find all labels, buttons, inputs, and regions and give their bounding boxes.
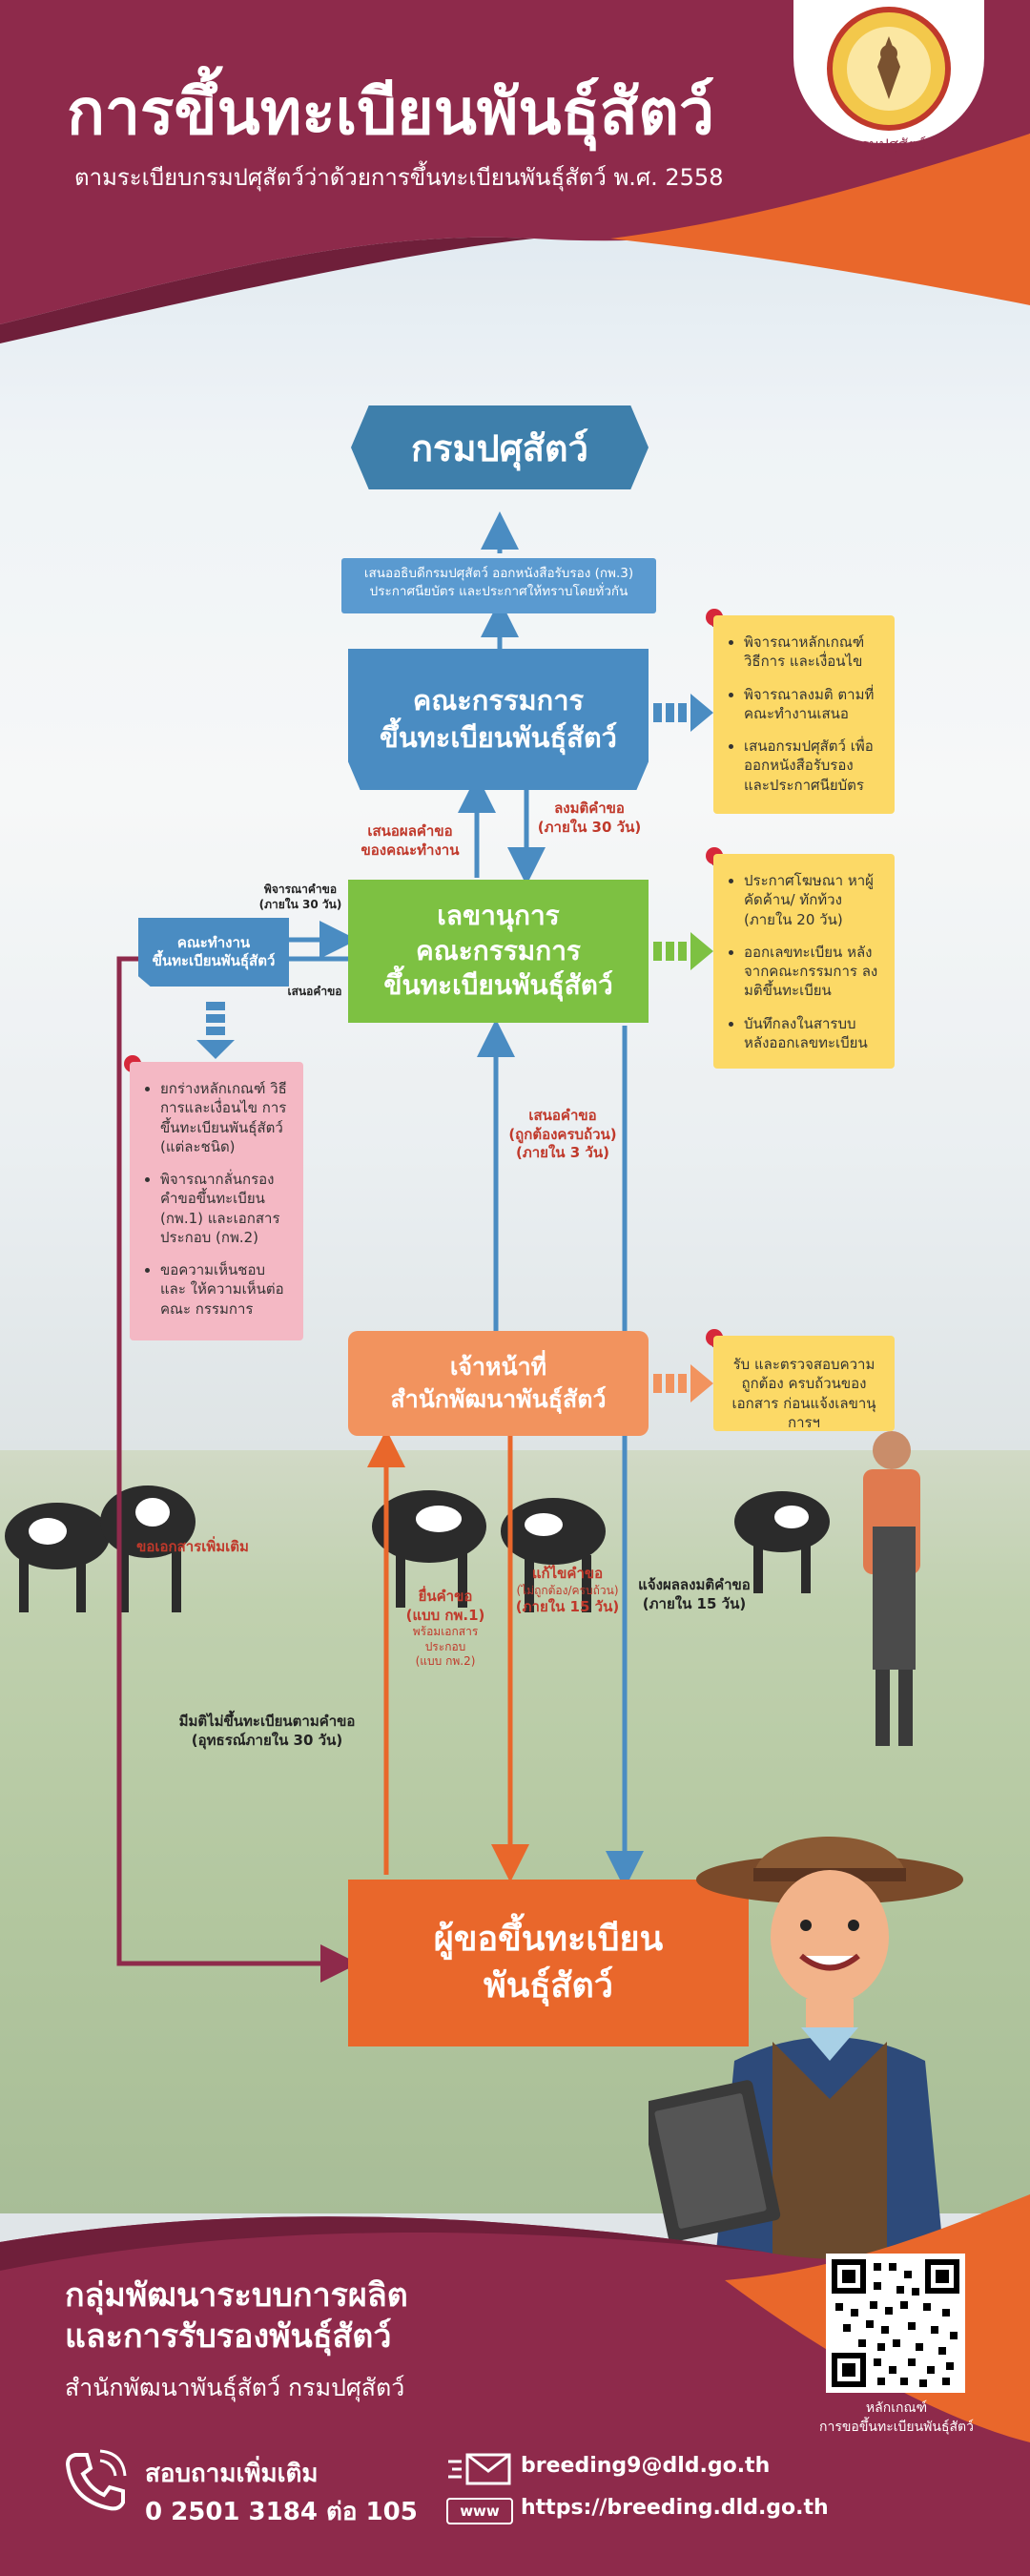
department-node: กรมปศุสัตว์	[351, 405, 649, 489]
footer-title-line2: และการรับรองพันธุ์สัตว์	[65, 2316, 392, 2356]
header-banner	[0, 0, 1030, 343]
working-line1: คณะทำงาน	[176, 933, 251, 951]
page-subtitle: ตามระเบียบกรมปศุสัตว์ว่าด้วยการขึ้นทะเบี…	[74, 164, 724, 191]
file-line3: พร้อมเอกสารประกอบ	[412, 1625, 479, 1653]
working-note-item: ยกร่างหลักเกณฑ์ วิธีการและเงื่อนไข การขึ…	[160, 1079, 290, 1156]
farmer-silhouette	[863, 1431, 920, 1746]
qr-code-pattern	[832, 2259, 959, 2387]
propose-result-line2: ของคณะทำงาน	[360, 841, 460, 859]
fix-line1: แก้ไขคำขอ	[531, 1565, 604, 1582]
logo-text: กรมปศุสัตว์	[851, 135, 927, 154]
applicant-line2: พันธุ์สัตว์	[484, 1965, 613, 2005]
officer-line1: เจ้าหน้าที่	[449, 1353, 547, 1381]
committee-note-item: เสนอกรมปศุสัตว์ เพื่อออกหนังสือรับรอง แล…	[744, 737, 881, 795]
officer-node: เจ้าหน้าที่ สำนักพัฒนาพันธุ์สัตว์	[348, 1331, 649, 1436]
working-note-item: พิจารณากลั่นกรอง คำขอขึ้นทะเบียน (กพ.1) …	[160, 1170, 290, 1247]
page-title: การขึ้นทะเบียนพันธุ์สัตว์	[67, 75, 715, 149]
committee-note-item: พิจารณาหลักเกณฑ์ วิธีการ และเงื่อนไข	[744, 633, 881, 672]
website-link[interactable]: https://breeding.dld.go.th	[521, 2496, 829, 2520]
applicant-character-illustration	[649, 1837, 963, 2261]
applicant-node: ผู้ขอขึ้นทะเบียน พันธุ์สัตว์	[348, 1880, 749, 2046]
submit-complete-label: เสนอคำขอ (ถูกต้องครบถ้วน) (ภายใน 3 วัน)	[501, 1107, 625, 1163]
secretary-note-item: บันทึกลงในสารบบ หลังออกเลขทะเบียน	[744, 1014, 881, 1053]
applicant-line1: ผู้ขอขึ้นทะเบียน	[433, 1919, 664, 1959]
file-line1: ยื่นคำขอ	[418, 1588, 473, 1605]
file-request-label: ยื่นคำขอ (แบบ กพ.1) พร้อมเอกสารประกอบ (แ…	[393, 1588, 498, 1670]
consider-label: พิจารณาคำขอ (ภายใน 30 วัน)	[253, 883, 348, 912]
extra-docs-label: ขอเอกสารเพิ่มเติม	[136, 1538, 249, 1555]
officer-line2: สำนักพัฒนาพันธุ์สัตว์	[390, 1385, 607, 1413]
notify-line1: แจ้งผลลงมติคำขอ	[638, 1576, 751, 1593]
committee-line1: คณะกรรมการ	[412, 683, 585, 717]
flow-connectors	[116, 511, 713, 1983]
consider-line1: พิจารณาคำขอ	[263, 883, 338, 896]
appeal-line1: มีมติไม่ขึ้นทะเบียนตามคำขอ	[178, 1713, 356, 1730]
secretary-line3: ขึ้นทะเบียนพันธุ์สัตว์	[383, 969, 613, 1002]
working-group-note: ยกร่างหลักเกณฑ์ วิธีการและเงื่อนไข การขึ…	[130, 1062, 303, 1340]
officer-note: รับ และตรวจสอบความถูกต้อง ครบถ้วนของเอกส…	[713, 1336, 895, 1431]
committee-line2: ขึ้นทะเบียนพันธุ์สัตว์	[380, 721, 617, 754]
submit-request-label: เสนอคำขอ	[287, 985, 342, 998]
appeal-label: มีมติไม่ขึ้นทะเบียนตามคำขอ (อุทธรณ์ภายใน…	[172, 1713, 362, 1750]
propose-department-line2: ประกาศนียบัตร และประกาศให้ทราบโดยทั่วกัน	[369, 583, 628, 599]
working-line2: ขึ้นทะเบียนพันธุ์สัตว์	[152, 952, 276, 969]
working-group-node: คณะทำงาน ขึ้นทะเบียนพันธุ์สัตว์	[138, 918, 289, 987]
dld-seal-icon	[827, 7, 951, 131]
cows-illustration	[5, 1431, 920, 1746]
fix-line3: (ภายใน 15 วัน)	[515, 1598, 620, 1616]
consider-line2: (ภายใน 30 วัน)	[258, 897, 342, 911]
secretary-note-item: ออกเลขทะเบียน หลังจากคณะกรรมการ ลงมติขึ้…	[744, 943, 881, 1001]
notify-line2: (ภายใน 15 วัน)	[642, 1594, 747, 1612]
propose-result-label: เสนอผลคำขอ ของคณะทำงาน	[348, 822, 472, 860]
propose-department-line1: เสนออธิบดีกรมปศุสัตว์ ออกหนังสือรับรอง (…	[363, 566, 634, 581]
resolve-label: ลงมติคำขอ (ภายใน 30 วัน)	[532, 800, 647, 837]
propose-department-box: เสนออธิบดีกรมปศุสัตว์ ออกหนังสือรับรอง (…	[341, 558, 656, 613]
file-line2: (แบบ กพ.1)	[405, 1606, 485, 1624]
submit-complete-line2: (ถูกต้องครบถ้วน)	[508, 1125, 617, 1143]
submit-complete-line3: (ภายใน 3 วัน)	[516, 1144, 609, 1161]
logo-badge: กรมปศุสัตว์	[793, 0, 984, 154]
fix-request-label: แก้ไขคำขอ (ไม่ถูกต้อง/ครบถ้วน) (ภายใน 15…	[515, 1565, 620, 1617]
file-line4: (แบบ กพ.2)	[415, 1654, 476, 1669]
fix-line2: (ไม่ถูกต้อง/ครบถ้วน)	[516, 1583, 619, 1597]
working-note-item: ขอความเห็นชอบ และ ให้ความเห็นต่อคณะ กรรม…	[160, 1260, 290, 1319]
appeal-line2: (อุทธรณ์ภายใน 30 วัน)	[191, 1731, 343, 1749]
qr-caption-line2: การขอขึ้นทะเบียนพันธุ์สัตว์	[818, 2419, 974, 2435]
propose-result-line1: เสนอผลคำขอ	[367, 822, 453, 840]
footer-title: กลุ่มพัฒนาระบบการผลิต และการรับรองพันธุ์…	[65, 2275, 599, 2357]
footer-subtitle: สำนักพัฒนาพันธุ์สัตว์ กรมปศุสัตว์	[65, 2374, 405, 2401]
phone-number[interactable]: 0 2501 3184 ต่อ 105	[145, 2498, 418, 2526]
submit-complete-line1: เสนอคำขอ	[528, 1107, 597, 1124]
secretary-line1: เลขานุการ	[437, 900, 560, 932]
web-icon: www	[446, 2498, 513, 2524]
committee-node: คณะกรรมการ ขึ้นทะเบียนพันธุ์สัตว์	[348, 649, 649, 790]
secretary-line2: คณะกรรมการ	[416, 934, 581, 966]
department-label: กรมปศุสัตว์	[411, 426, 588, 469]
secretary-node: เลขานุการ คณะกรรมการ ขึ้นทะเบียนพันธุ์สั…	[348, 880, 649, 1023]
notify-label: แจ้งผลลงมติคำขอ (ภายใน 15 วัน)	[632, 1576, 756, 1613]
email-icon	[448, 2453, 511, 2485]
footer-title-line1: กลุ่มพัฒนาระบบการผลิต	[65, 2276, 408, 2315]
email-address[interactable]: breeding9@dld.go.th	[521, 2454, 771, 2478]
committee-note: พิจารณาหลักเกณฑ์ วิธีการ และเงื่อนไข พิจ…	[713, 615, 895, 814]
resolve-line2: (ภายใน 30 วัน)	[537, 818, 642, 836]
secretary-note: ประกาศโฆษณา หาผู้คัดค้าน/ ทักท้วง (ภายใน…	[713, 854, 895, 1069]
resolve-line1: ลงมติคำขอ	[554, 800, 625, 817]
qr-code[interactable]	[826, 2254, 965, 2393]
inquiry-label: สอบถามเพิ่มเติม	[145, 2460, 319, 2488]
phone-icon	[65, 2449, 127, 2511]
qr-caption-line1: หลักเกณฑ์	[865, 2400, 928, 2416]
qr-caption: หลักเกณฑ์ การขอขึ้นทะเบียนพันธุ์สัตว์	[792, 2399, 1001, 2437]
committee-note-item: พิจารณาลงมติ ตามที่คณะทำงานเสนอ	[744, 685, 881, 724]
secretary-note-item: ประกาศโฆษณา หาผู้คัดค้าน/ ทักท้วง (ภายใน…	[744, 871, 881, 929]
